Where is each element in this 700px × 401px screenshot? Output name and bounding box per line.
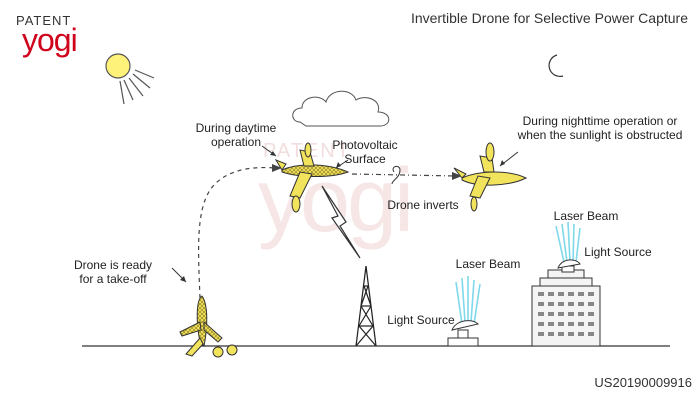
diagram-title: Invertible Drone for Selective Power Cap…	[410, 10, 688, 26]
lightning-bolt	[321, 185, 361, 259]
sun-icon	[105, 53, 155, 105]
label-light-source-ground: Light Source	[387, 313, 455, 327]
building-windows	[538, 292, 594, 336]
logo-yogi-text: yogi	[22, 22, 78, 58]
label-daytime-operation: During daytime operation	[195, 121, 277, 149]
label-drone-ready: Drone is ready for a take-off	[73, 258, 153, 286]
patent-number: US20190009916	[594, 375, 692, 390]
invert-loop	[391, 165, 401, 185]
logo-patent-text: PATENT	[16, 13, 72, 28]
light-source-ground-icon	[447, 320, 479, 347]
cloud-icon	[292, 90, 390, 127]
label-light-source-building: Light Source	[584, 245, 652, 259]
moon-icon	[548, 54, 564, 78]
radio-tower-icon	[355, 265, 377, 347]
drone-daytime	[274, 142, 350, 213]
label-laser-beam-building: Laser Beam	[553, 209, 619, 223]
label-nighttime-operation: During nighttime operation or when the s…	[517, 114, 683, 142]
label-laser-beam-ground: Laser Beam	[455, 257, 521, 271]
light-source-building-icon	[557, 259, 581, 273]
laser-beam-ground	[455, 276, 481, 325]
drone-takeoff	[179, 295, 238, 358]
label-drone-inverts: Drone inverts	[387, 198, 459, 212]
label-photovoltaic-surface: Photovoltaic Surface	[332, 138, 398, 166]
inversion-path	[351, 173, 457, 177]
laser-beam-building	[555, 221, 581, 263]
flight-path	[197, 166, 277, 299]
drone-nighttime	[453, 142, 528, 212]
